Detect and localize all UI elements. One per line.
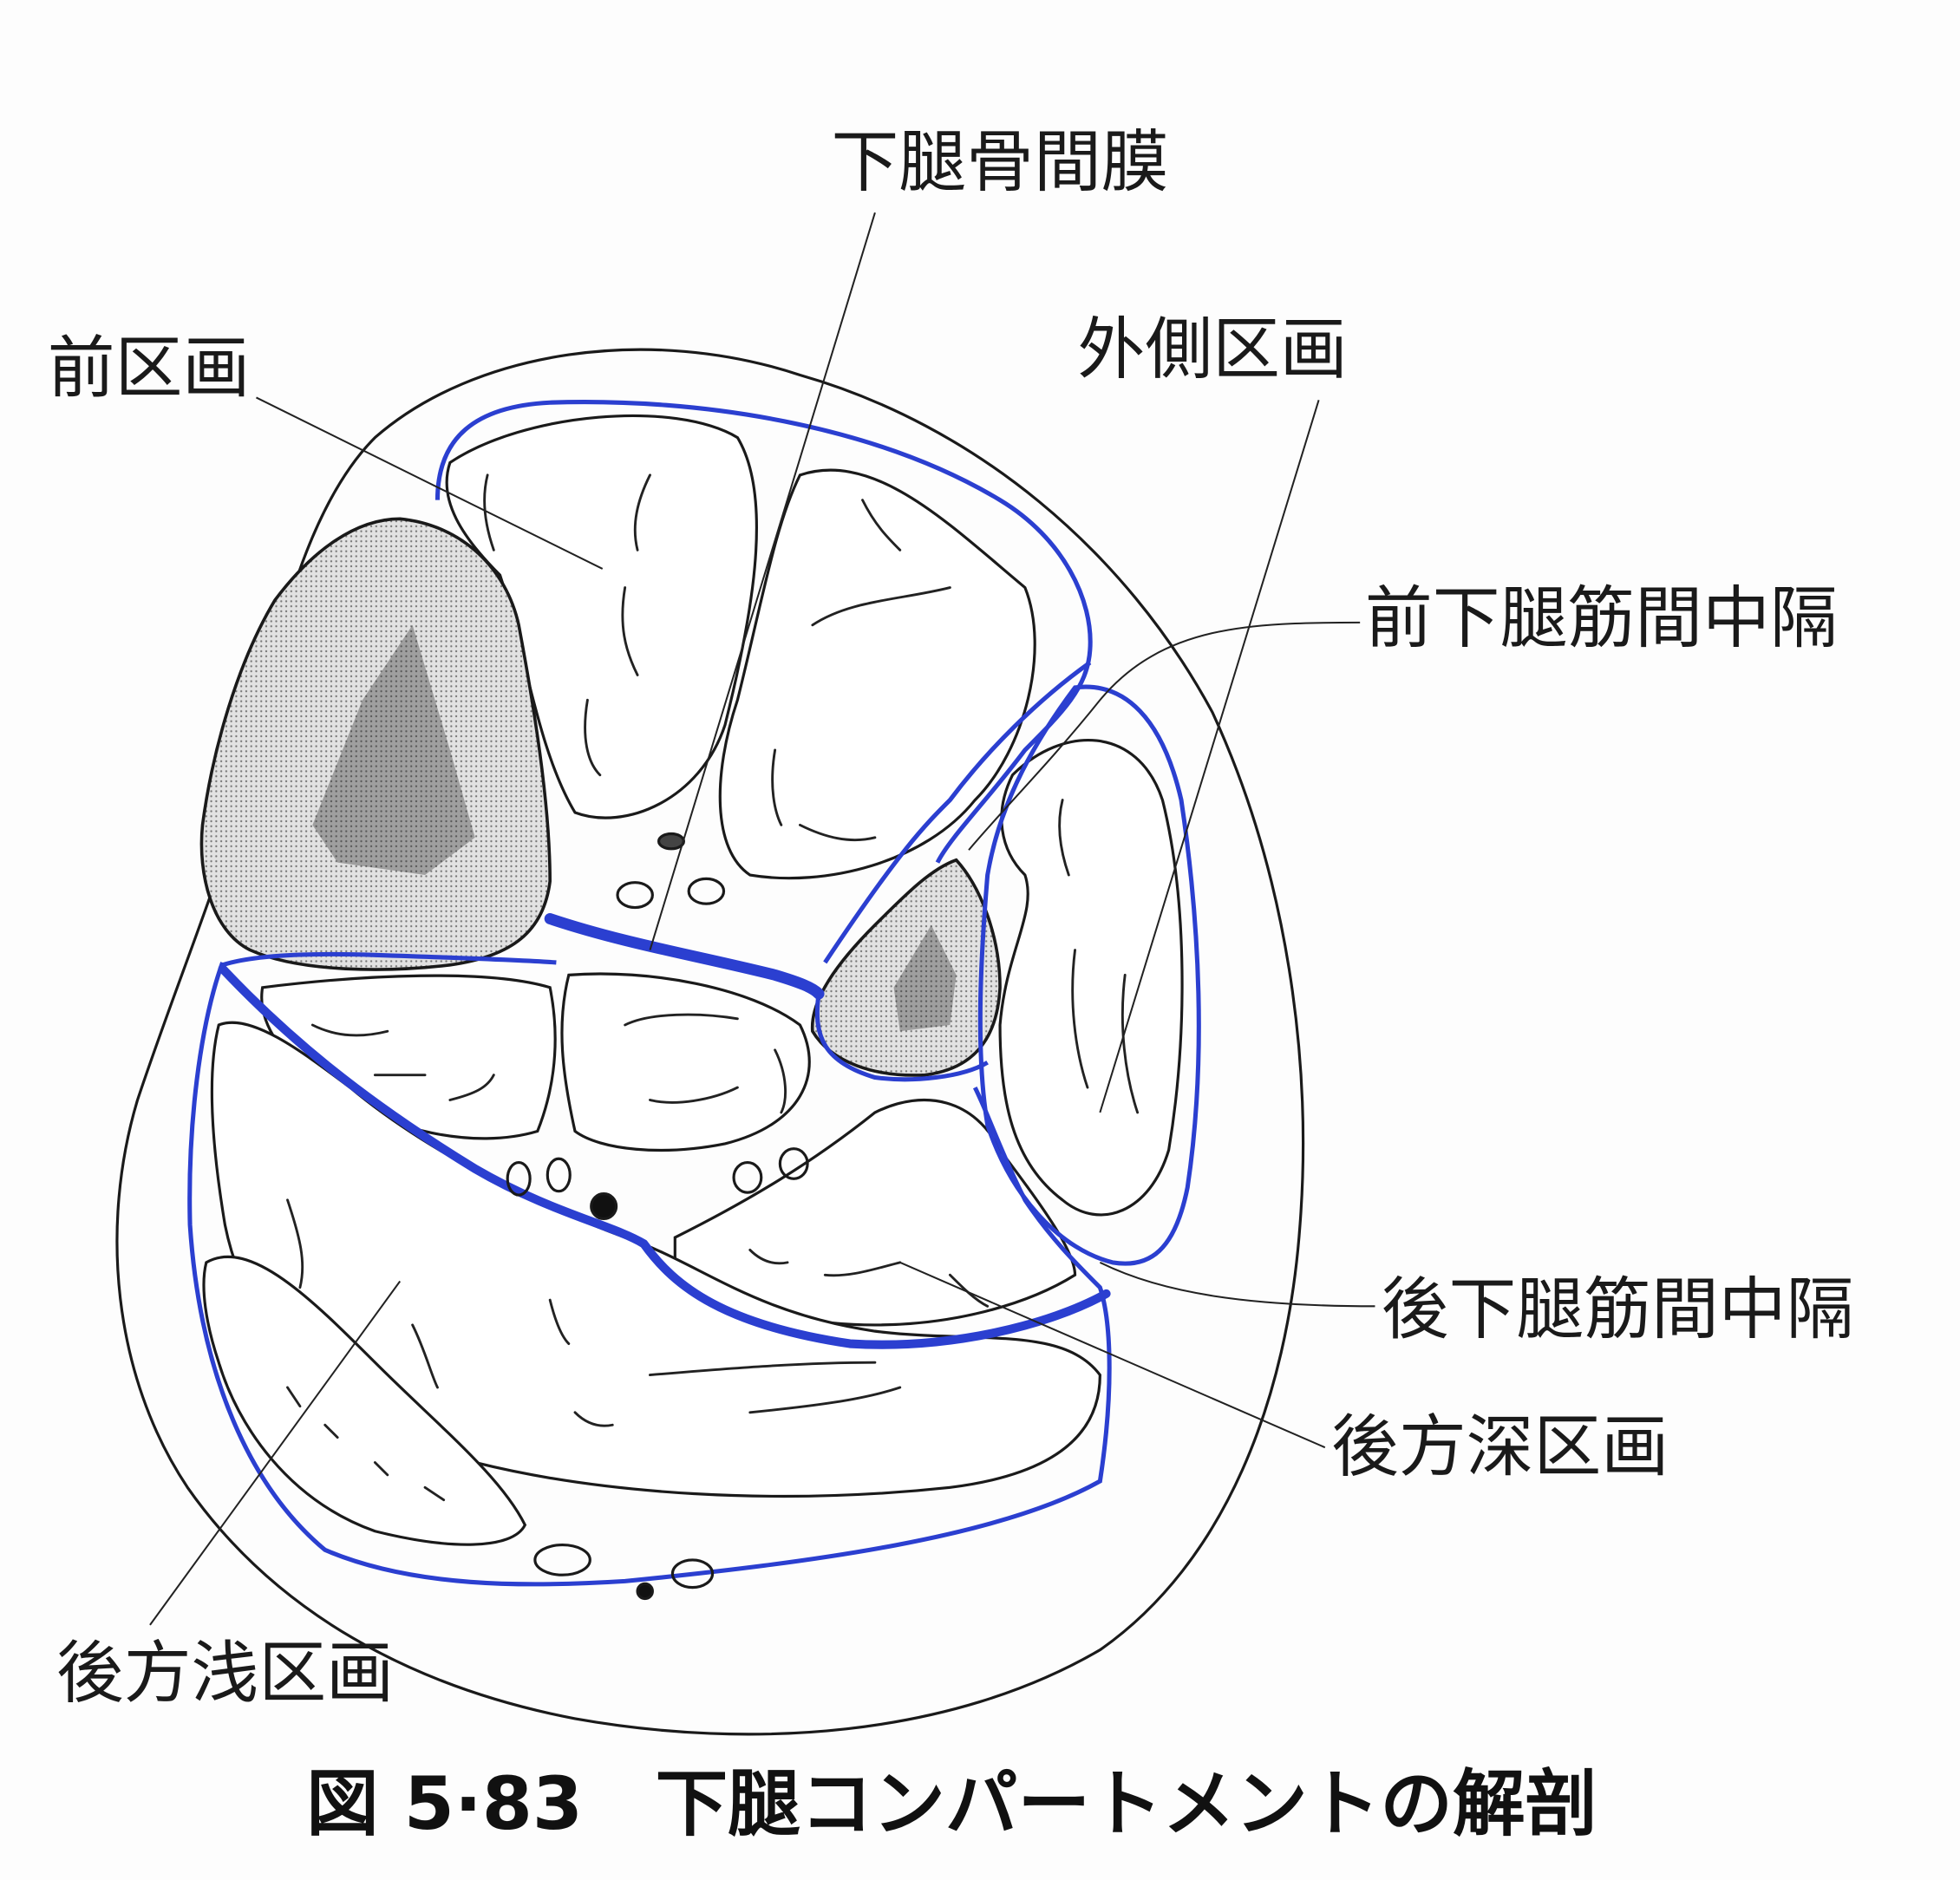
- anterior-muscle-2: [718, 468, 1036, 880]
- label-interosseous-membrane: 下腿骨間膜: [831, 123, 1168, 201]
- label-superficial-posterior-compartment: 後方浅区画: [56, 1635, 394, 1713]
- deep-posterior-fascia: [218, 964, 1111, 1349]
- vessels: [506, 832, 809, 1601]
- label-posterior-intermuscular-septum: 後下腿筋間中隔: [1382, 1271, 1854, 1349]
- interosseous-membrane: [544, 913, 825, 1000]
- posterior-compartment-fascia: [187, 962, 1112, 1587]
- tibia: [199, 517, 552, 971]
- label-anterior-intermuscular-septum: 前下腿筋間中隔: [1365, 580, 1838, 658]
- skin-outline: [115, 348, 1305, 1736]
- label-lateral-compartment: 外側区画: [1077, 311, 1347, 389]
- muscle-texture: [286, 473, 1140, 1502]
- lateral-compartment-fascia: [977, 684, 1201, 1266]
- tibia-medullary-marks: [312, 624, 475, 876]
- figure-caption: 図 5·83 下腿コンパートメントの解剖: [306, 1761, 1597, 1846]
- anterior-compartment-fascia: [434, 400, 1093, 864]
- label-deep-posterior-compartment: 後方深区画: [1331, 1408, 1669, 1486]
- label-anterior-compartment: 前区画: [48, 330, 251, 408]
- deep-compartment-fascia-top: [221, 951, 989, 1082]
- deep-muscle-2: [560, 972, 811, 1152]
- fibula-medullary-marks: [893, 924, 957, 1032]
- anterior-muscle-1: [445, 414, 759, 819]
- lateral-muscle: [998, 739, 1184, 1217]
- anterior-intermuscular-septum-line: [823, 660, 1092, 964]
- leader-lines: [149, 212, 1375, 1626]
- gastrocnemius-muscle: [202, 1255, 527, 1546]
- fibula: [810, 858, 1002, 1077]
